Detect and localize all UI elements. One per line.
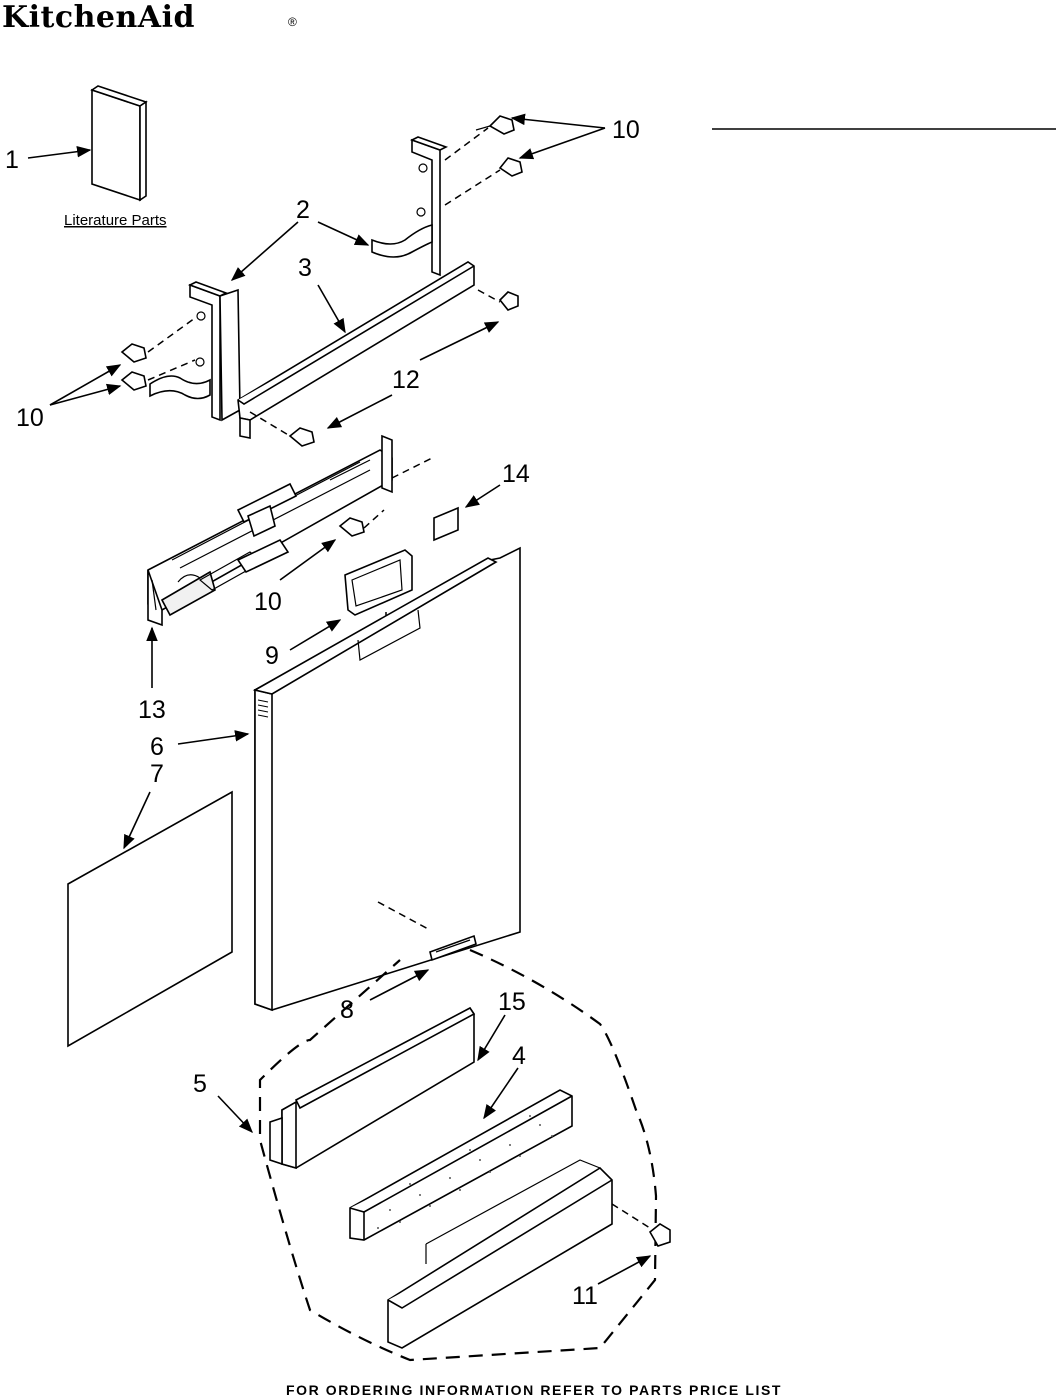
inner-door-panel (252, 546, 521, 1012)
door-handle (344, 549, 413, 616)
screw-top-1 (475, 115, 515, 135)
right-hinge-bracket (371, 136, 449, 277)
insulation-texture (377, 1115, 553, 1229)
callout-6: 6 (150, 733, 164, 761)
registered-mark: ® (288, 15, 297, 29)
callout-7: 7 (150, 760, 164, 788)
literature-booklet (90, 85, 148, 202)
small-pad (433, 506, 459, 542)
ordering-footer: FOR ORDERING INFORMATION REFER TO PARTS … (286, 1382, 782, 1396)
door-top-rail (237, 261, 475, 439)
screw-top-2 (498, 157, 523, 177)
screw-left-1 (120, 343, 147, 363)
kitchenaid-logo: KitchenAid ® (2, 0, 297, 35)
literature-parts-label: Literature Parts (64, 212, 167, 229)
brand-name: KitchenAid (2, 0, 195, 35)
callout-1: 1 (5, 146, 19, 174)
callout-5: 5 (193, 1070, 207, 1098)
callout-14: 14 (502, 460, 530, 488)
screw-rail-left (288, 427, 315, 447)
screw-panel (338, 517, 365, 537)
left-hinge-bracket (149, 281, 241, 422)
callout-10-panel: 10 (254, 588, 282, 616)
kit-outline (258, 948, 658, 1362)
callout-13: 13 (138, 696, 166, 724)
callout-numbers: 1 2 3 4 5 6 7 8 9 10 10 10 11 12 13 14 1… (5, 116, 640, 1310)
callout-9: 9 (265, 642, 279, 670)
door-vent (257, 699, 269, 718)
screw-rail-right (498, 291, 519, 311)
callout-12: 12 (392, 366, 420, 394)
screw-toe (648, 1223, 671, 1247)
callout-8: 8 (340, 996, 354, 1024)
callout-15: 15 (498, 988, 526, 1016)
control-panel-housing (147, 434, 393, 627)
toe-plate (387, 1159, 613, 1349)
kickplate-panel (269, 1006, 476, 1170)
outer-door-panel (67, 790, 233, 1048)
callout-11: 11 (572, 1282, 598, 1310)
callout-leaders (27, 113, 652, 1285)
callout-4: 4 (512, 1042, 526, 1070)
callout-10-left: 10 (16, 404, 44, 432)
callout-10-top: 10 (612, 116, 640, 144)
door-badge (429, 934, 477, 962)
callout-2: 2 (296, 196, 310, 224)
screw-left-2 (120, 371, 147, 391)
insulation-block (349, 1089, 573, 1241)
callout-3: 3 (298, 254, 312, 282)
